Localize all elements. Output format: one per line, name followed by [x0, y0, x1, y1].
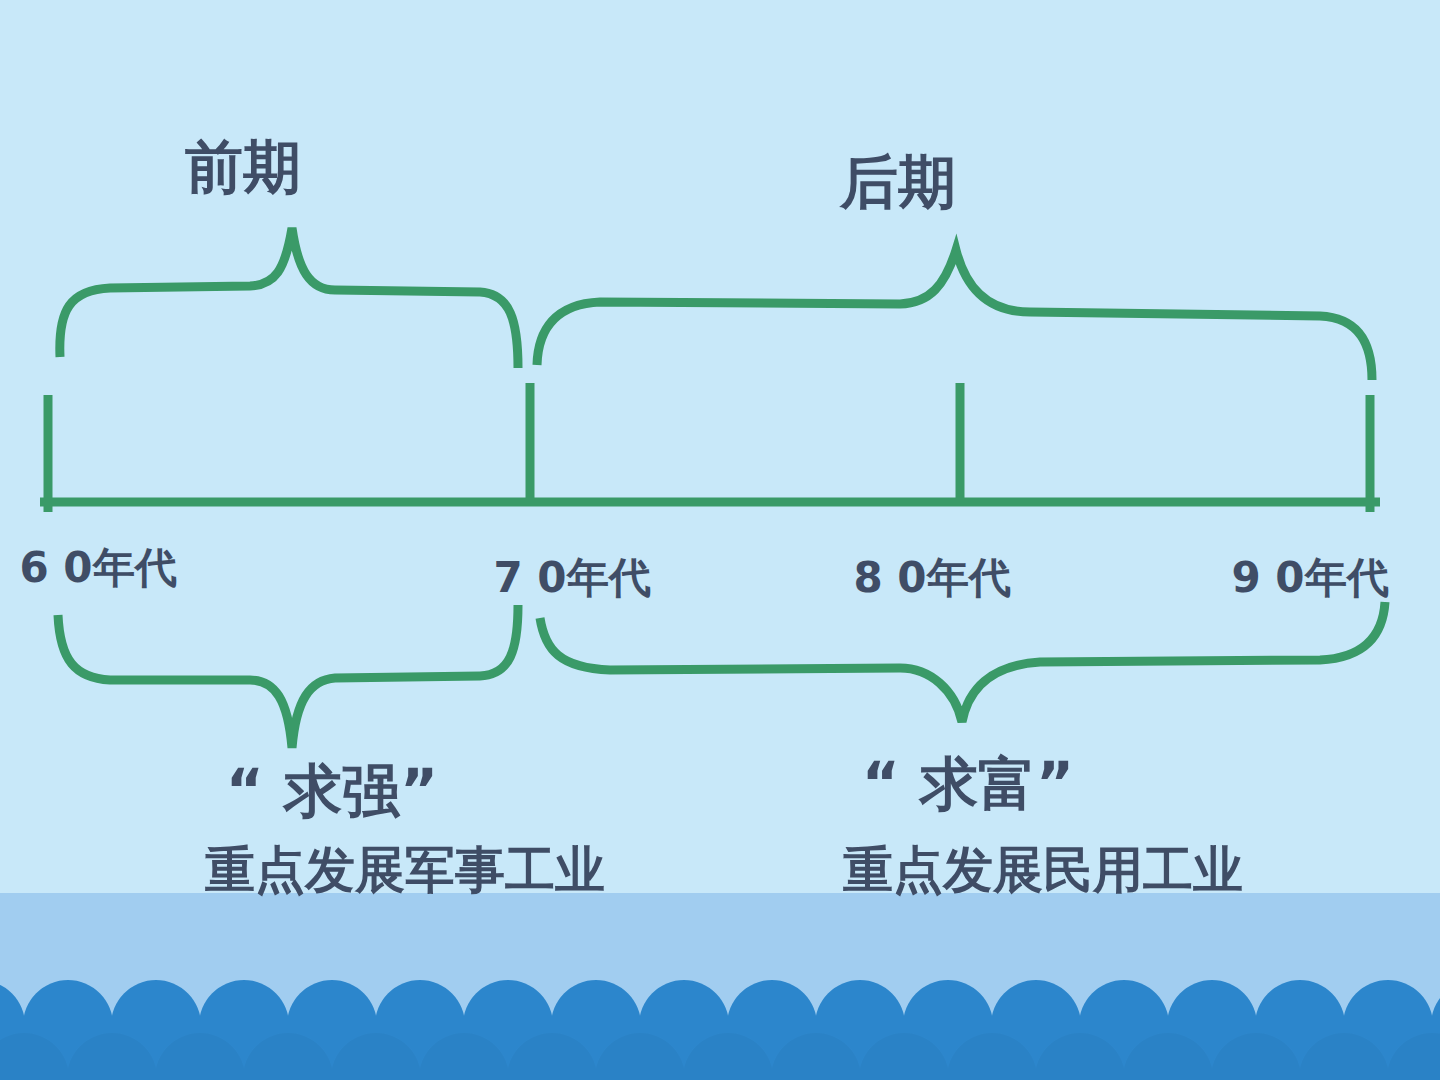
focus-label: 重点发展民用工业: [843, 843, 1243, 898]
decade-label: 9 0年代: [1231, 555, 1388, 601]
wave-row: [0, 1025, 1440, 1080]
focus-label: 重点发展军事工业: [205, 843, 605, 898]
wave-row: [0, 970, 1440, 1080]
timeline: [40, 228, 1385, 748]
goal-label: “ 求富”: [862, 753, 1074, 817]
decade-label: 8 0年代: [853, 555, 1010, 601]
sea-band: [0, 893, 1440, 1080]
goal-label: “ 求强”: [226, 760, 438, 824]
phase-label: 后期: [840, 151, 956, 215]
phase-label: 前期: [185, 136, 301, 200]
decade-label: 7 0年代: [493, 555, 650, 601]
decade-label: 6 0年代: [19, 545, 176, 591]
